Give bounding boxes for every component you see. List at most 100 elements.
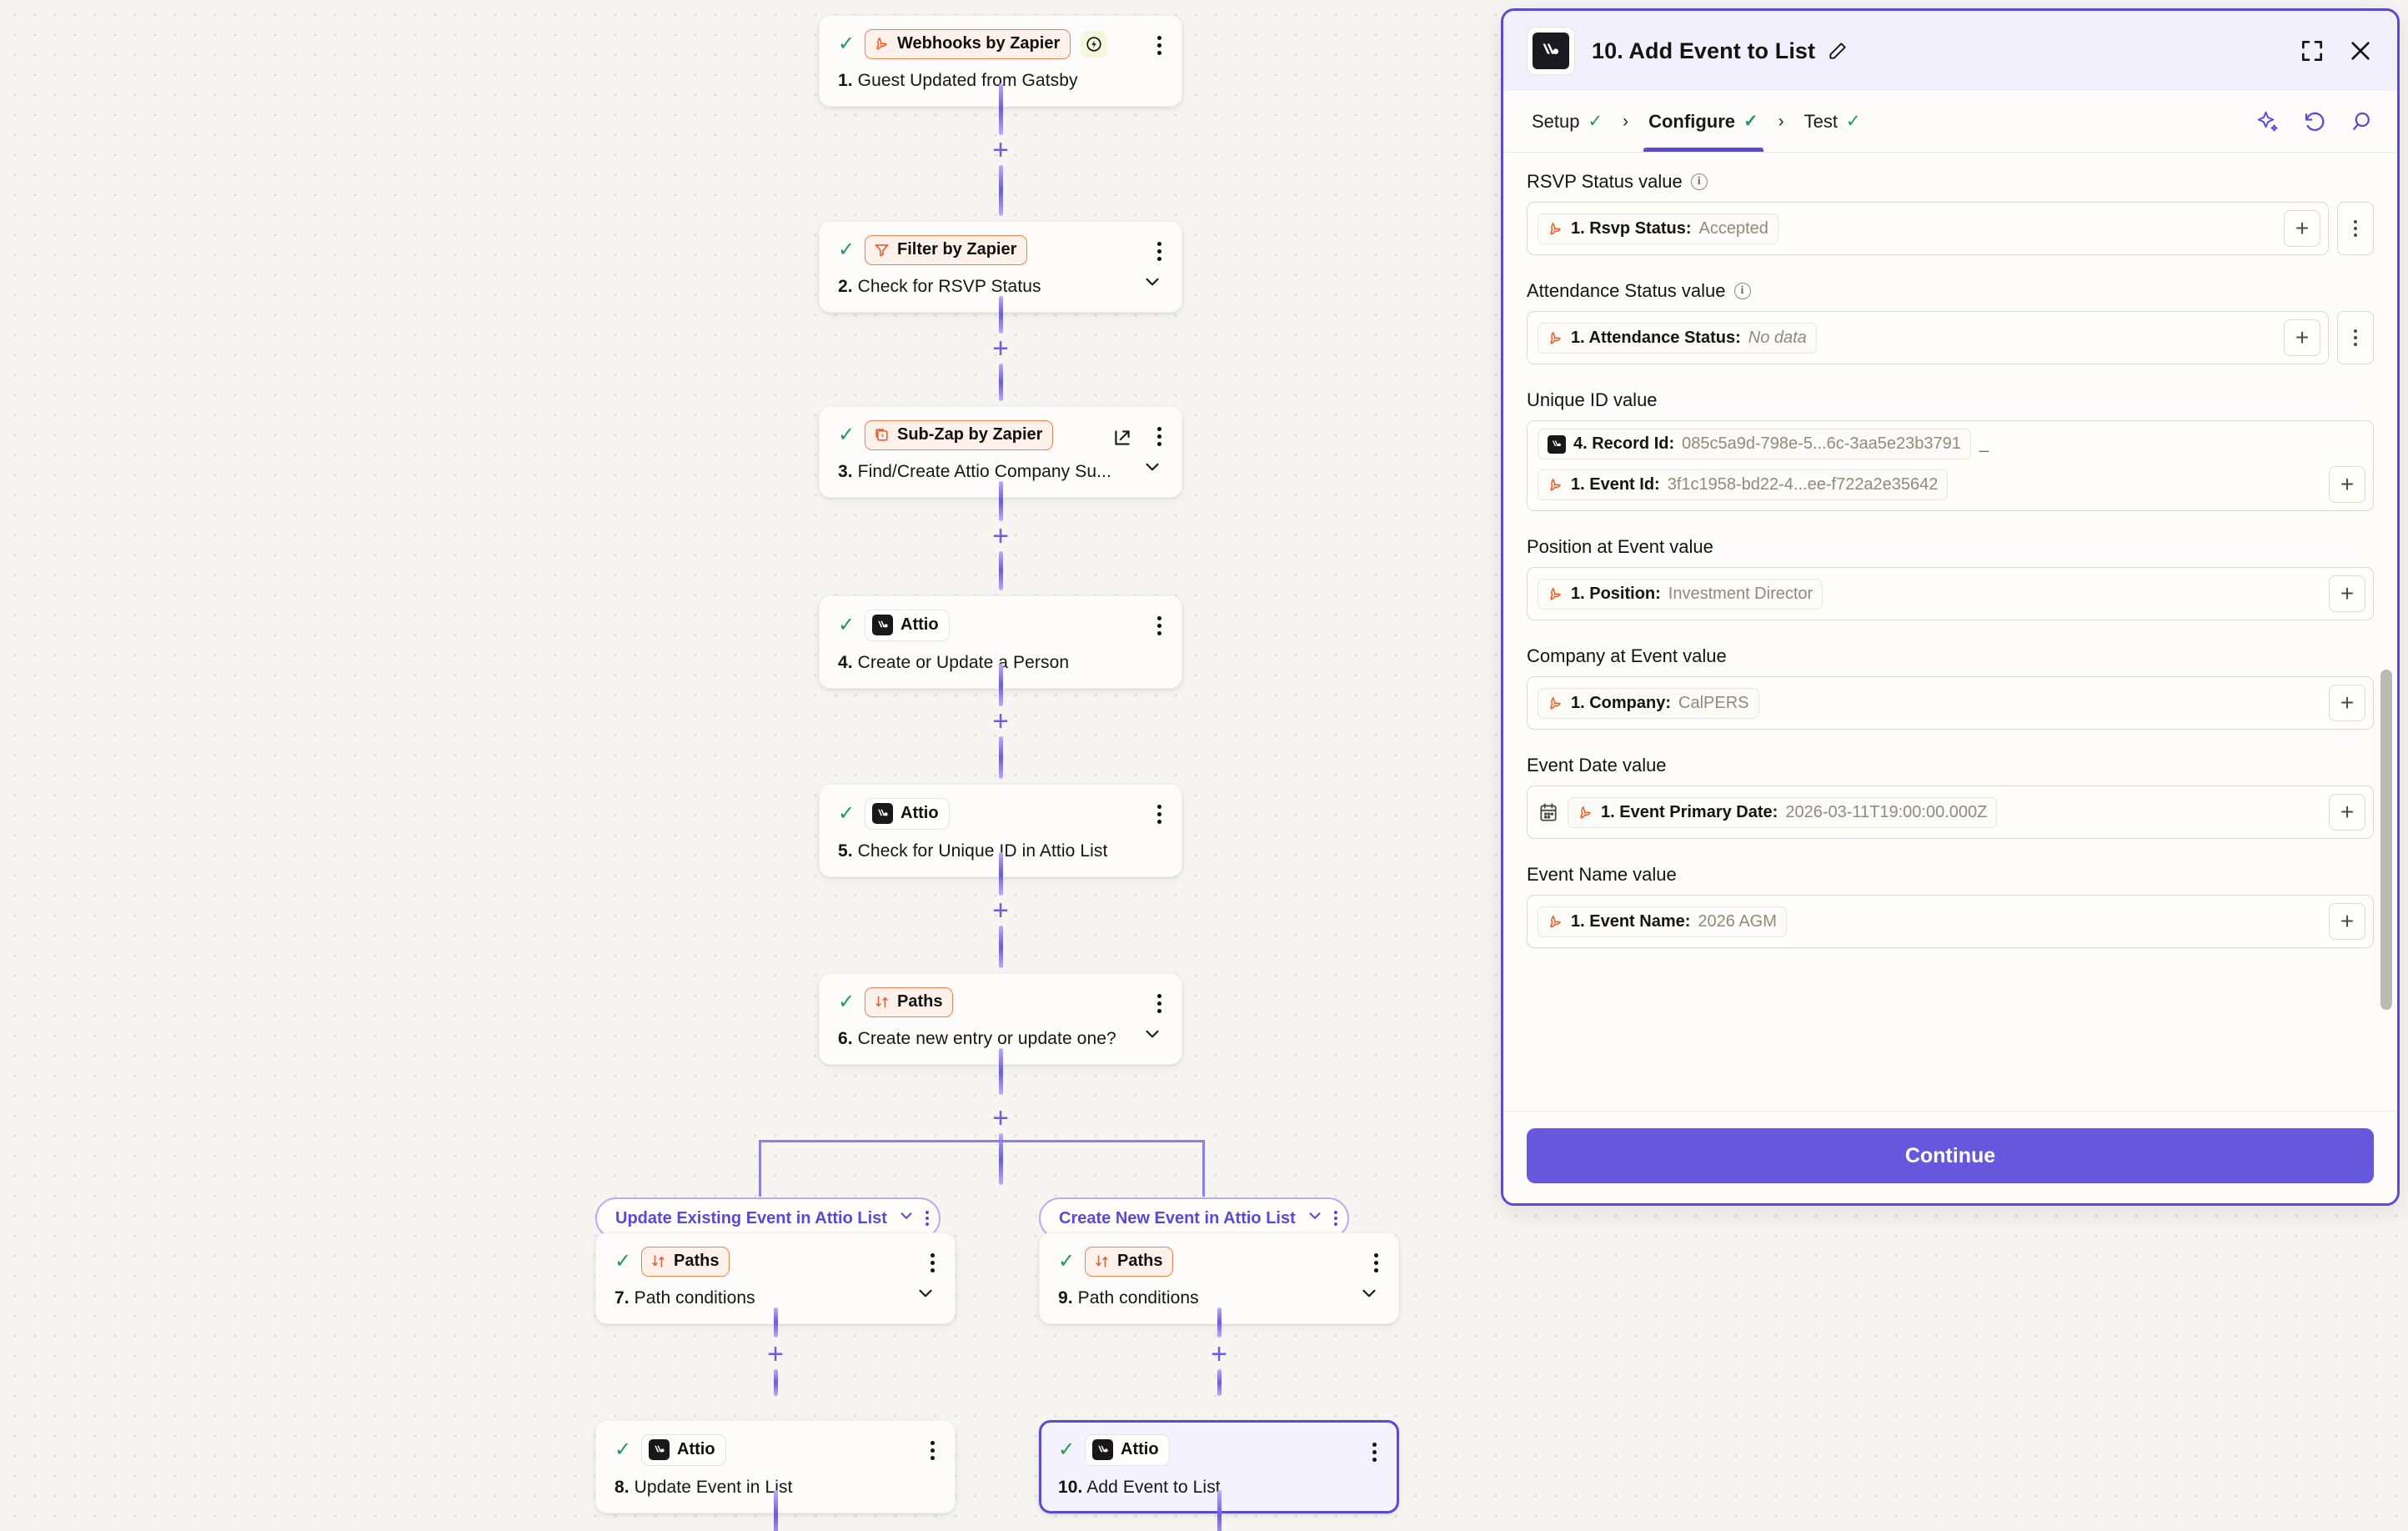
insert-data-button[interactable]: + (2329, 466, 2365, 503)
zapier-icon (1548, 695, 1563, 711)
data-token[interactable]: 1. Company:CalPERS (1538, 687, 1759, 719)
token-label: 1. Event Primary Date: (1601, 802, 1778, 821)
add-step-button[interactable]: + (992, 520, 1009, 552)
info-icon[interactable]: i (1733, 283, 1751, 299)
token-label: 1. Event Id: (1571, 474, 1660, 494)
field-input[interactable]: 1. Position:Investment Director + (1527, 567, 2374, 620)
chevron-down-icon[interactable] (1141, 1023, 1163, 1049)
connector-line (998, 296, 1003, 334)
token-label: 1. Event Name: (1571, 911, 1691, 931)
chevron-down-icon[interactable] (1141, 456, 1163, 482)
info-icon[interactable]: i (1690, 173, 1708, 190)
insert-data-button[interactable]: + (2284, 319, 2320, 356)
data-token[interactable]: 1. Rsvp Status:Accepted (1538, 213, 1778, 244)
add-step-button[interactable]: + (992, 894, 1009, 926)
tab-setup[interactable]: Setup ✓ (1532, 110, 1603, 132)
app-chip-label: Paths (674, 1252, 720, 1270)
check-icon: ✓ (1058, 1438, 1076, 1461)
check-icon: ✓ (1058, 1250, 1076, 1272)
path-menu-button[interactable] (1333, 1211, 1337, 1226)
node-menu-button[interactable] (1154, 991, 1165, 1016)
connector-line (998, 852, 1003, 896)
node-menu-button[interactable] (1369, 1439, 1380, 1465)
field-input[interactable]: 1. Attendance Status:No data + (1527, 311, 2329, 364)
add-step-button[interactable]: + (767, 1338, 784, 1370)
data-token[interactable]: 1. Event Primary Date: 2026-03-11T19:00:0… (1568, 796, 1998, 828)
field-options-button[interactable] (2337, 202, 2374, 255)
undo-icon[interactable] (2302, 109, 2327, 134)
token-value: 3f1c1958-bd22-4...ee-f722a2e35642 (1667, 474, 1939, 494)
paths-icon (650, 1253, 666, 1269)
connector-line (998, 164, 1003, 216)
node-title: 6. Create new entry or update one? (838, 1029, 1116, 1048)
connector-line (998, 364, 1003, 401)
field-label-text: Event Name value (1527, 864, 1677, 885)
expand-icon[interactable] (2299, 38, 2325, 64)
field-input[interactable]: 1. Event Name: 2026 AGM + (1527, 895, 2374, 948)
insert-data-button[interactable]: + (2329, 685, 2365, 721)
node-menu-button[interactable] (927, 1250, 938, 1276)
data-token[interactable]: 1. Event Id: 3f1c1958-bd22-4...ee-f722a2e… (1538, 469, 1949, 500)
data-token[interactable]: 1. Attendance Status:No data (1538, 322, 1817, 354)
open-external-icon[interactable] (1111, 427, 1133, 453)
sparkle-ai-icon[interactable] (2255, 109, 2280, 134)
app-chip: Paths (641, 1247, 730, 1277)
tab-separator-1: › (1623, 111, 1629, 131)
path-menu-button[interactable] (925, 1211, 929, 1226)
token-label: 1. Rsvp Status: (1571, 218, 1692, 238)
chevron-down-icon[interactable] (1141, 271, 1163, 297)
add-step-button[interactable]: + (992, 705, 1009, 737)
token-value: 2026-03-11T19:00:00.000Z (1785, 802, 1988, 821)
app-chip-label: Paths (1117, 1252, 1163, 1270)
node-menu-button[interactable] (1154, 33, 1165, 58)
chevron-down-icon[interactable] (897, 1207, 916, 1230)
chevron-down-icon[interactable] (1358, 1283, 1380, 1308)
token-value: 2026 AGM (1698, 911, 1777, 931)
chevron-down-icon[interactable] (1306, 1207, 1324, 1230)
pencil-icon[interactable] (1827, 40, 1849, 62)
insert-data-button[interactable]: + (2329, 903, 2365, 940)
add-step-button[interactable]: + (992, 133, 1009, 166)
insert-data-button[interactable]: + (2284, 210, 2320, 247)
node-menu-button[interactable] (1154, 801, 1165, 827)
check-icon: ✓ (615, 1250, 632, 1272)
add-step-button[interactable]: + (992, 333, 1009, 364)
field-input[interactable]: 1. Company:CalPERS + (1527, 676, 2374, 730)
field-input[interactable]: 1. Rsvp Status:Accepted + (1527, 202, 2329, 255)
data-token[interactable]: 1. Position:Investment Director (1538, 578, 1824, 610)
node-menu-button[interactable] (1371, 1250, 1382, 1276)
field-input[interactable]: 1. Event Primary Date: 2026-03-11T19:00:0… (1527, 786, 2374, 839)
tab-configure[interactable]: Configure ✓ (1643, 91, 1763, 152)
chevron-down-icon[interactable] (915, 1283, 936, 1308)
close-icon[interactable] (2347, 38, 2374, 64)
tab-test[interactable]: Test ✓ (1803, 110, 1861, 132)
connector-line (1217, 1308, 1222, 1338)
app-chip-label: Attio (900, 804, 939, 822)
node-menu-button[interactable] (1154, 613, 1165, 639)
path-label-text: Create New Event in Attio List (1059, 1208, 1296, 1227)
continue-button[interactable]: Continue (1527, 1128, 2374, 1183)
node-menu-button[interactable] (927, 1438, 938, 1463)
field-options-button[interactable] (2337, 311, 2374, 364)
search-icon[interactable] (2349, 109, 2374, 134)
panel-scrollbar[interactable] (2380, 159, 2392, 1104)
node-menu-button[interactable] (1154, 424, 1165, 449)
panel-footer: Continue (1503, 1111, 2397, 1203)
webhook-icon (874, 36, 890, 52)
insert-data-button[interactable]: + (2329, 575, 2365, 612)
add-step-button[interactable]: + (992, 1102, 1009, 1134)
insert-data-button[interactable]: + (2329, 794, 2365, 831)
node-menu-button[interactable] (1154, 238, 1165, 264)
field-input[interactable]: 4. Record Id:085c5a9d-798e-5...6c-3aa5e2… (1527, 420, 2374, 511)
data-token[interactable]: 4. Record Id:085c5a9d-798e-5...6c-3aa5e2… (1538, 429, 1971, 459)
data-token[interactable]: 1. Event Name: 2026 AGM (1538, 906, 1787, 937)
connector-line (1217, 1369, 1222, 1396)
add-step-button[interactable]: + (1211, 1338, 1227, 1370)
